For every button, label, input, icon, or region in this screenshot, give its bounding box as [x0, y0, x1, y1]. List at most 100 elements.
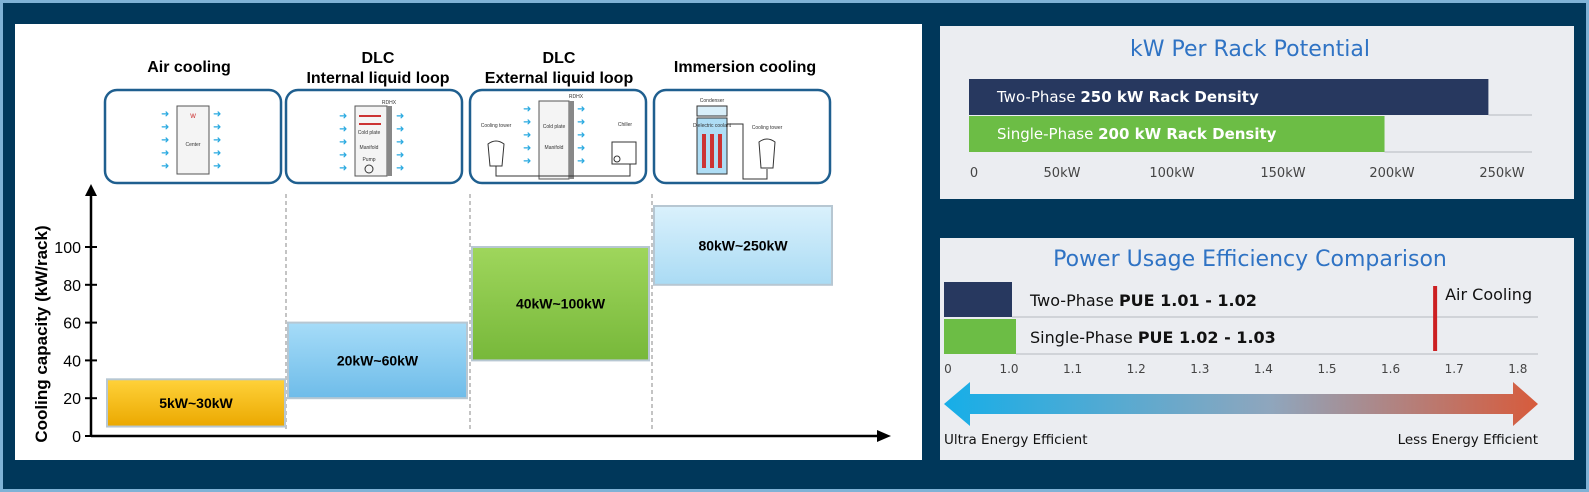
x-tick-label: 1.2: [1127, 362, 1146, 376]
rdhx-label: RDHX: [382, 100, 397, 106]
pue-comparison-panel: Power Usage Efficiency Comparison Two-Ph…: [940, 238, 1574, 460]
svg-text:➜: ➜: [339, 111, 347, 122]
range-box-label: 5kW~30kW: [159, 395, 233, 411]
dlc-external-loop-icon: RDHX Cold plate Manifold Cooling tower C…: [468, 88, 648, 185]
pue-comparison-chart: Power Usage Efficiency Comparison Two-Ph…: [944, 247, 1538, 448]
category-line2: External liquid loop: [485, 70, 634, 87]
svg-text:➜: ➜: [577, 156, 585, 167]
cooling-capacity-chart-panel: Air cooling DLC Internal liquid loop DLC…: [15, 24, 922, 460]
range-box: [287, 321, 468, 400]
x-tick-label: 1.3: [1190, 362, 1209, 376]
kw-per-rack-panel: kW Per Rack Potential Two-Phase 250 kW R…: [940, 26, 1574, 199]
svg-text:➜: ➜: [523, 156, 531, 167]
bar: [944, 282, 1012, 317]
y-tick-label: 60: [63, 316, 81, 333]
svg-text:➜: ➜: [577, 117, 585, 128]
range-box-label: 20kW~60kW: [337, 352, 419, 368]
efficiency-scale-arrow: [944, 382, 1538, 426]
x-tick-label: 1.6: [1381, 362, 1400, 376]
svg-text:➜: ➜: [161, 148, 169, 159]
svg-text:➜: ➜: [339, 137, 347, 148]
cold-plate-label: Cold plate: [358, 130, 381, 136]
bar: [969, 116, 1385, 152]
chart-title: kW Per Rack Potential: [1130, 37, 1370, 62]
x-tick-label: 150kW: [1260, 166, 1305, 181]
x-tick-label: 1.0: [999, 362, 1018, 376]
svg-text:➜: ➜: [577, 130, 585, 141]
bar-label: Single-Phase PUE 1.02 - 1.03: [1030, 328, 1276, 347]
y-axis: [85, 184, 97, 436]
y-tick-label: 80: [63, 278, 81, 295]
x-tick-label: 250kW: [1479, 166, 1524, 181]
category-line2: Internal liquid loop: [306, 70, 449, 87]
range-box: [471, 246, 650, 362]
airflow-arrows: ➜➜➜➜➜ ➜➜➜➜➜: [339, 111, 404, 174]
immersion-cooling-icon: Condenser Dielectric coolant Cooling tow…: [652, 88, 832, 185]
condenser-label: Condenser: [700, 98, 725, 104]
rdhx-label: RDHX: [569, 94, 584, 100]
category-line1: DLC: [362, 50, 395, 67]
reference-label: Air Cooling: [1445, 285, 1532, 304]
bar-label: Two-Phase 250 kW Rack Density: [996, 88, 1259, 106]
svg-text:➜: ➜: [396, 137, 404, 148]
svg-text:➜: ➜: [213, 161, 221, 172]
category-line1: DLC: [543, 50, 576, 67]
cold-plate-label: Cold plate: [543, 124, 566, 130]
manifold-label: Manifold: [360, 145, 379, 151]
category-line2: Immersion cooling: [674, 59, 816, 76]
svg-text:➜: ➜: [396, 124, 404, 135]
scale-right-label: Less Energy Efficient: [1398, 432, 1538, 448]
svg-text:➜: ➜: [339, 124, 347, 135]
air-cooling-rack-icon: Center ᵂ ➜➜➜➜➜ ➜➜➜➜➜: [103, 88, 283, 185]
x-tick-label: 100kW: [1149, 166, 1194, 181]
category-header-air: Air cooling: [147, 59, 231, 76]
svg-text:➜: ➜: [396, 163, 404, 174]
category-line2: Air cooling: [147, 59, 231, 76]
svg-text:➜: ➜: [161, 135, 169, 146]
svg-text:➜: ➜: [339, 163, 347, 174]
svg-text:➜: ➜: [523, 130, 531, 141]
category-header-dlc-external: DLC External liquid loop: [485, 50, 634, 87]
range-box-label: 40kW~100kW: [516, 296, 606, 312]
svg-text:➜: ➜: [213, 109, 221, 120]
x-tick-label: 1.5: [1317, 362, 1336, 376]
pump-label: Pump: [362, 157, 375, 163]
y-tick-label: 40: [63, 353, 81, 370]
cooling-tower-label: Cooling tower: [752, 125, 783, 131]
svg-text:➜: ➜: [523, 117, 531, 128]
airflow-arrows: ➜➜➜➜➜ ➜➜➜➜➜: [523, 104, 585, 167]
fan-mark: ᵂ: [190, 112, 196, 122]
svg-text:➜: ➜: [161, 109, 169, 120]
x-axis: [91, 430, 891, 442]
y-tick-label: 100: [54, 240, 81, 257]
category-header-immersion: Immersion cooling: [674, 59, 816, 76]
bar-label: Single-Phase 200 kW Rack Density: [997, 125, 1277, 143]
scale-left-label: Ultra Energy Efficient: [944, 432, 1088, 448]
x-tick-label: 1.1: [1063, 362, 1082, 376]
x-tick-label: 0: [970, 166, 978, 181]
x-tick-label: 1.4: [1254, 362, 1273, 376]
dielectric-label: Dielectric coolant: [693, 123, 732, 129]
svg-text:➜: ➜: [161, 122, 169, 133]
range-box: [653, 205, 833, 286]
svg-text:➜: ➜: [577, 104, 585, 115]
x-tick-label: 0: [944, 362, 952, 376]
kw-per-rack-chart: kW Per Rack Potential Two-Phase 250 kW R…: [969, 37, 1532, 181]
svg-text:➜: ➜: [396, 150, 404, 161]
x-tick-label: 50kW: [1044, 166, 1081, 181]
chart-title: Power Usage Efficiency Comparison: [1053, 247, 1447, 272]
cooling-tower-label: Cooling tower: [481, 123, 512, 129]
svg-text:➜: ➜: [213, 148, 221, 159]
bars: Two-Phase 250 kW Rack DensitySingle-Phas…: [969, 79, 1532, 153]
x-tick-label: 200kW: [1369, 166, 1414, 181]
x-tick-label: 1.7: [1445, 362, 1464, 376]
bar: [944, 319, 1016, 354]
bar: [969, 79, 1489, 115]
manifold-label: Manifold: [545, 145, 564, 151]
chiller-label: Chiller: [618, 122, 633, 128]
y-tick-label: 0: [72, 429, 81, 446]
